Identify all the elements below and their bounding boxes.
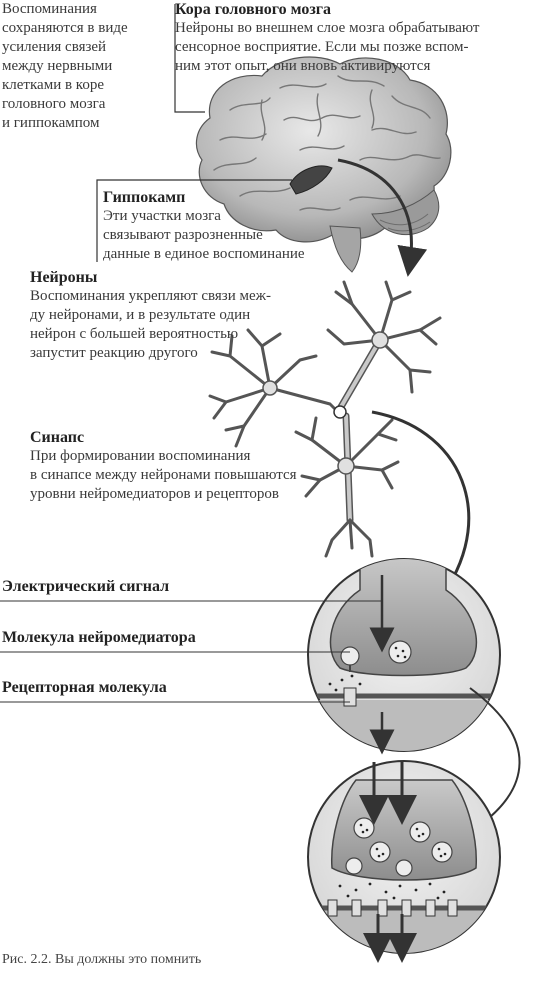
intro-line: Воспоминания bbox=[2, 1, 97, 17]
synapse-line: При формировании воспоминания bbox=[30, 448, 251, 464]
intro-text: Воспоминания сохраняются в виде усиления… bbox=[2, 0, 152, 133]
brain-illustration bbox=[195, 56, 452, 273]
hippocampus-title: Гиппокамп bbox=[103, 189, 186, 206]
flow-arrow-brain-to-neurons bbox=[337, 158, 428, 277]
synapse-zoom-circle-2 bbox=[307, 760, 501, 963]
synapse-line: в синапсе между нейронами повышаются bbox=[30, 467, 297, 483]
synapse-line: уровни нейромедиаторов и рецепторов bbox=[30, 486, 279, 502]
hippocampus-line: связывают разрозненные bbox=[103, 227, 263, 243]
label-leaders bbox=[0, 600, 382, 703]
intro-line: и гиппокампом bbox=[2, 115, 100, 131]
neurons-line: ду нейронами, и в результате один bbox=[30, 307, 251, 323]
flow-arrow-to-strengthened-synapse bbox=[467, 687, 521, 834]
neurons-line: Воспоминания укрепляют связи меж- bbox=[30, 288, 272, 304]
cortex-title: Кора головного мозга bbox=[175, 1, 332, 18]
leader-lines bbox=[96, 4, 292, 262]
cortex-line: Нейроны во внешнем слое мозга обрабатыва… bbox=[175, 20, 480, 36]
neurons-line: запустит реакцию другого bbox=[30, 345, 198, 361]
hippocampus-block: Гиппокамп Эти участки мозга связывают ра… bbox=[103, 188, 363, 264]
neurons-block: Нейроны Воспоминания укрепляют связи меж… bbox=[30, 268, 320, 363]
label-receptor: Рецепторная молекула bbox=[2, 679, 167, 696]
neuron-network bbox=[208, 280, 442, 558]
intro-line: усиления связей bbox=[2, 39, 107, 55]
intro-line: клетками в коре bbox=[2, 77, 104, 93]
cortex-block: Кора головного мозга Нейроны во внешнем … bbox=[175, 0, 515, 76]
figure-caption: Рис. 2.2. Вы должны это помнить bbox=[2, 952, 202, 967]
intro-line: головного мозга bbox=[2, 96, 106, 112]
label-electric-signal: Электрический сигнал bbox=[2, 578, 170, 595]
neurons-line: нейрон с большей вероятностью bbox=[30, 326, 239, 342]
synapse-block: Синапс При формировании воспоминания в с… bbox=[30, 428, 350, 504]
cortex-line: ним этот опыт, они вновь активируются bbox=[175, 58, 431, 74]
neurons-title: Нейроны bbox=[30, 269, 98, 286]
intro-line: сохраняются в виде bbox=[2, 20, 128, 36]
cortex-line: сенсорное восприятие. Если мы позже вспо… bbox=[175, 39, 469, 55]
label-neurotransmitter: Молекула нейромедиатора bbox=[2, 629, 196, 646]
synapse-title: Синапс bbox=[30, 429, 85, 446]
synapse-zoom-circle-1 bbox=[307, 558, 501, 755]
intro-line: между нервными bbox=[2, 58, 113, 74]
hippocampus-line: Эти участки мозга bbox=[103, 208, 221, 224]
hippocampus-line: данные в единое воспоминание bbox=[103, 246, 305, 262]
